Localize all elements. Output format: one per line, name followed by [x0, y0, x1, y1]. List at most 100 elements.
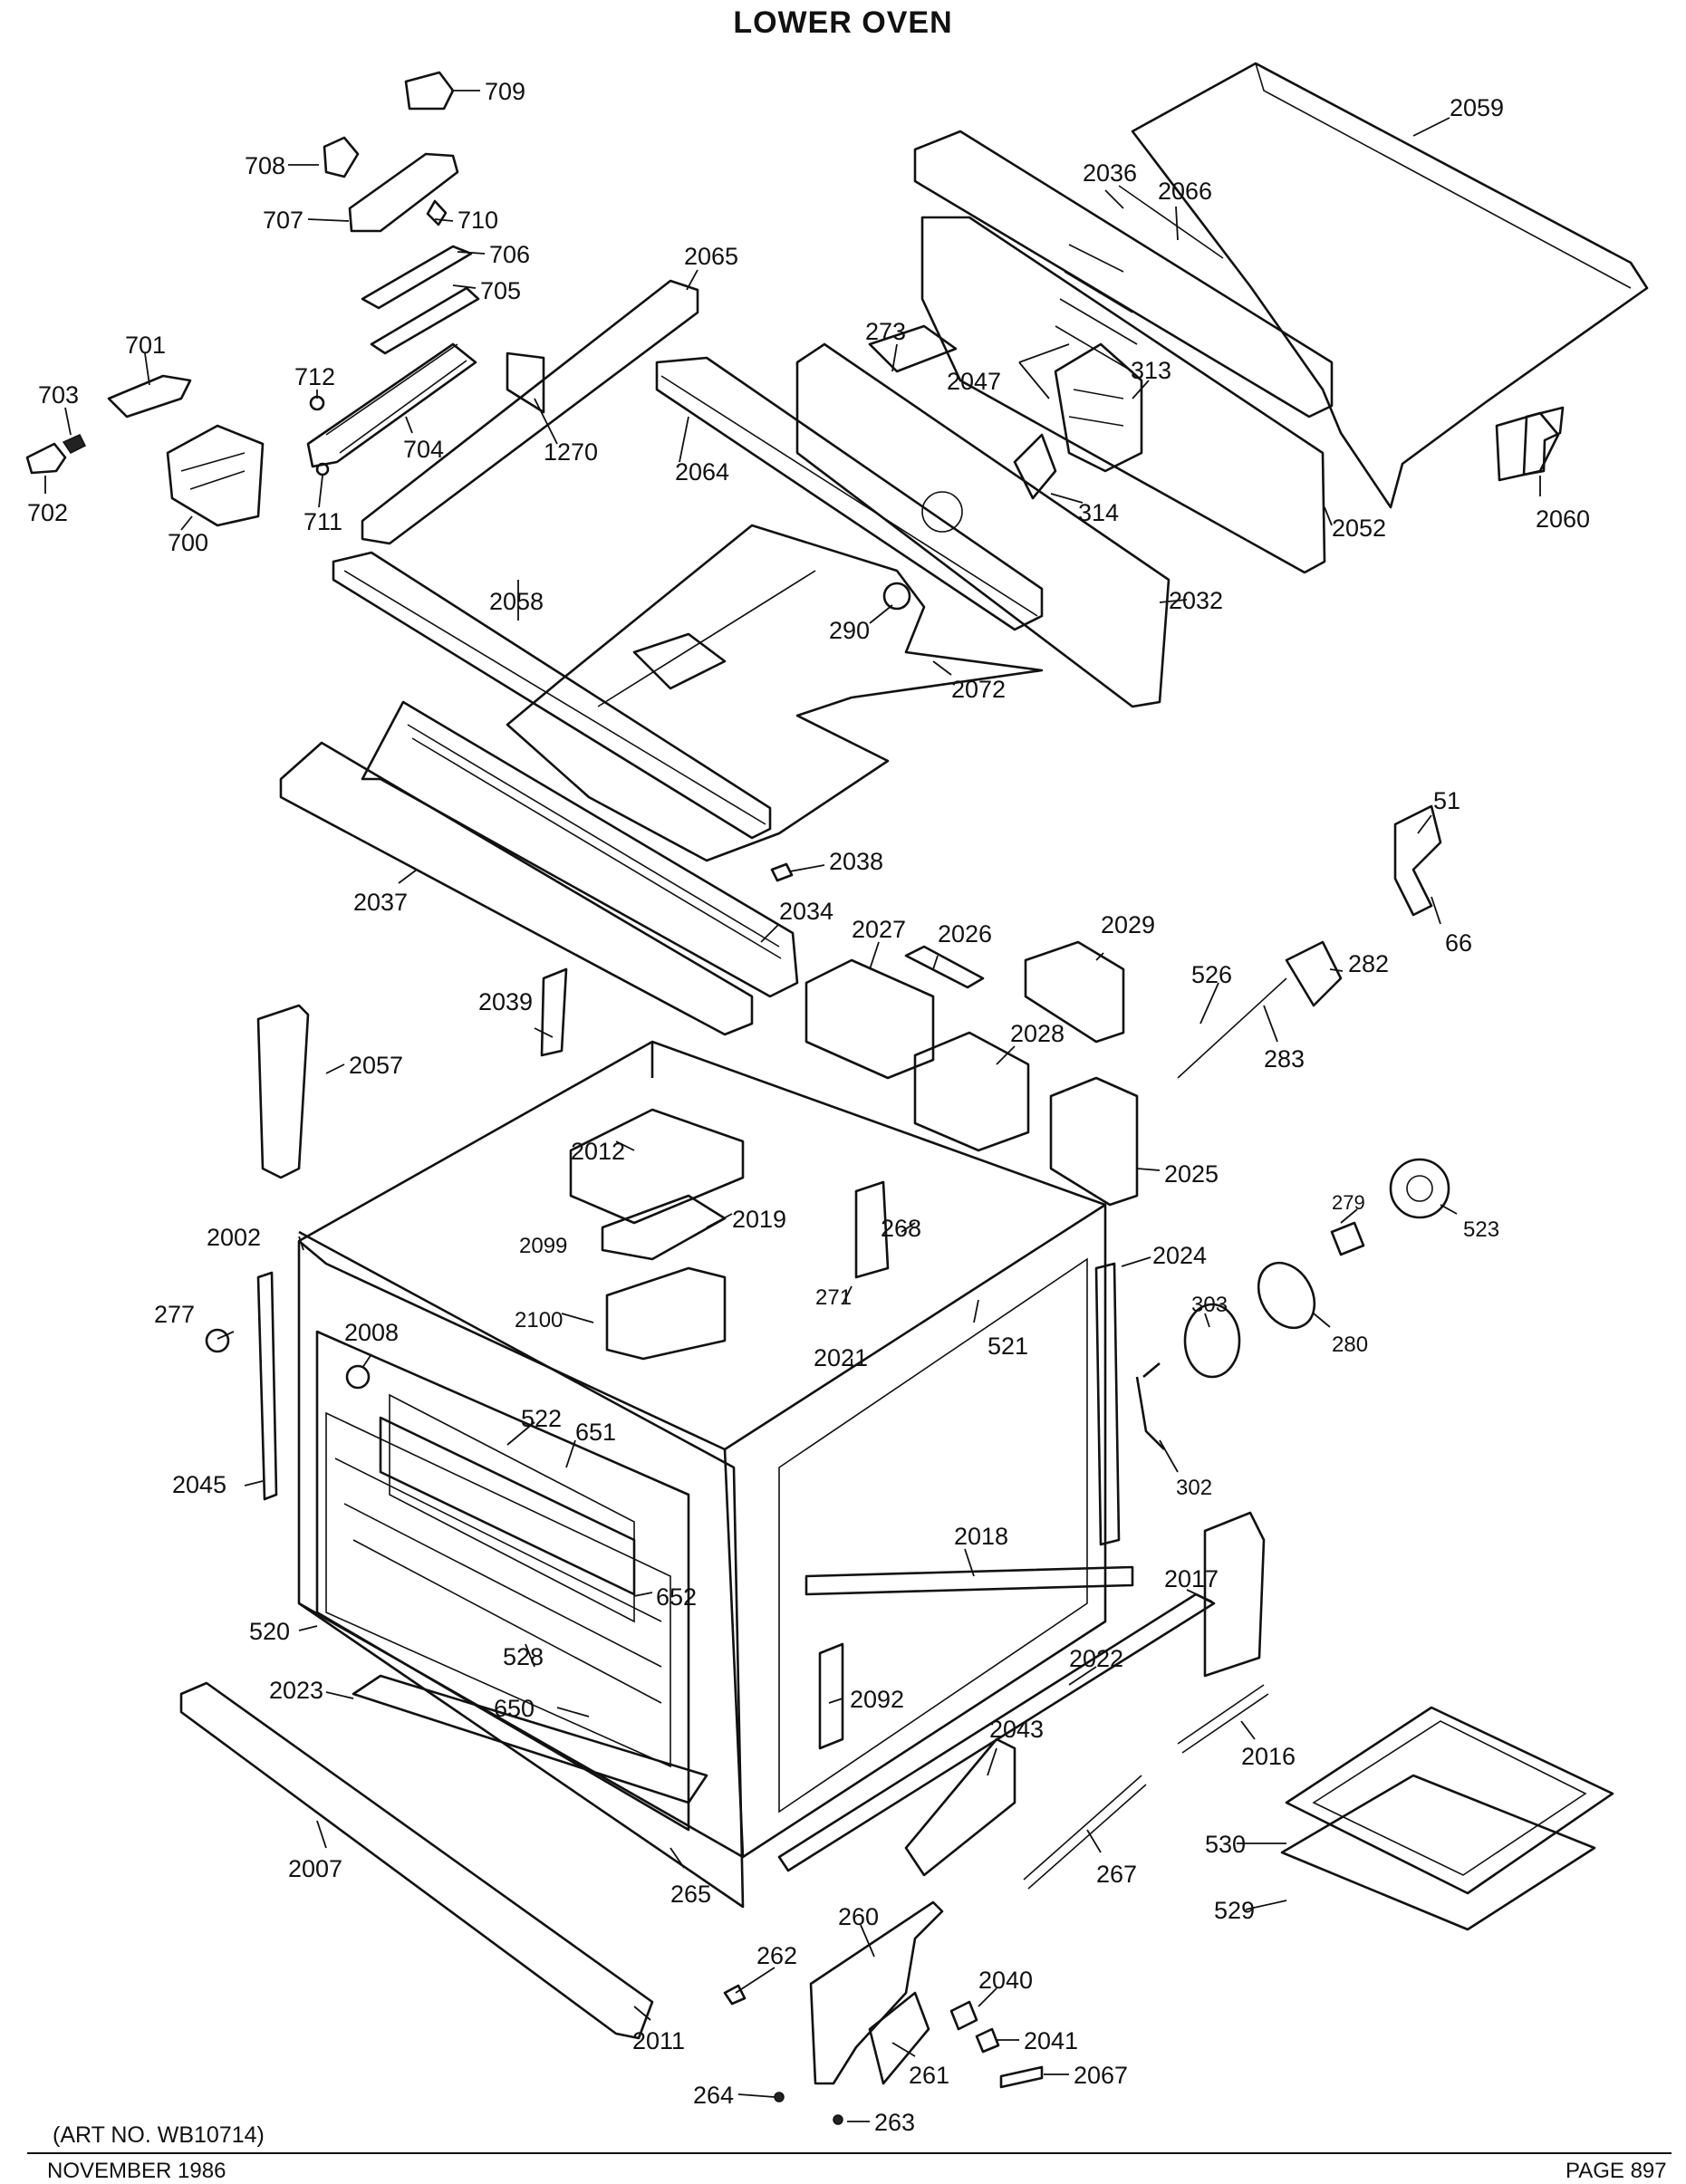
callout-2041: 2041 — [1024, 2027, 1078, 2054]
callout-2023: 2023 — [269, 1677, 323, 1704]
diagram-title: LOWER OVEN — [733, 5, 953, 40]
callout-712: 712 — [294, 363, 335, 390]
page-number: PAGE 897 — [1566, 2159, 1667, 2183]
callout-652: 652 — [656, 1583, 697, 1611]
rear-panel-2036 — [913, 130, 1334, 574]
callout-709: 709 — [485, 78, 525, 105]
callout-2052: 2052 — [1332, 515, 1386, 542]
callout-2022: 2022 — [1069, 1645, 1123, 1672]
callout-2038: 2038 — [829, 848, 883, 875]
callout-2011: 2011 — [632, 2027, 685, 2054]
callout-2039: 2039 — [478, 988, 533, 1015]
light-socket-2008 — [345, 1364, 371, 1390]
callout-2028: 2028 — [1010, 1020, 1065, 1047]
callout-708: 708 — [245, 152, 285, 179]
callout-2012: 2012 — [571, 1138, 625, 1165]
callout-264: 264 — [693, 2082, 734, 2109]
callout-303: 303 — [1191, 1293, 1228, 1317]
pilot-277 — [205, 1328, 230, 1353]
callout-2007: 2007 — [288, 1855, 342, 1882]
cross-rod-2018 — [804, 1565, 1134, 1596]
callout-2060: 2060 — [1536, 505, 1590, 533]
blower-313 — [868, 324, 1143, 500]
callout-2019: 2019 — [732, 1206, 786, 1233]
callout-521: 521 — [988, 1333, 1028, 1360]
callout-279: 279 — [1332, 1191, 1365, 1214]
cabinet-side-2024 — [1094, 1262, 1121, 1546]
callout-265: 265 — [670, 1881, 711, 1908]
footer-date: NOVEMBER 1986 — [47, 2159, 226, 2183]
door-hinge — [723, 1900, 944, 2125]
callout-2058: 2058 — [489, 588, 544, 615]
callout-520: 520 — [249, 1618, 290, 1645]
heat-shield-2072 — [506, 524, 1044, 862]
callout-2100: 2100 — [515, 1308, 563, 1333]
kick-trim-2007 — [179, 1681, 654, 2040]
callout-261: 261 — [909, 2062, 949, 2089]
thermostat-290 — [882, 582, 911, 611]
oven-liner-body — [297, 1040, 1107, 1909]
callout-528: 528 — [503, 1643, 544, 1670]
callout-51: 51 — [1433, 787, 1460, 814]
switch-assembly-700s — [25, 71, 480, 527]
callout-268: 268 — [881, 1215, 921, 1242]
callout-273: 273 — [865, 318, 906, 345]
callout-2057: 2057 — [349, 1052, 403, 1079]
callout-651: 651 — [575, 1419, 616, 1446]
callout-2067: 2067 — [1074, 2062, 1128, 2089]
callout-530: 530 — [1205, 1831, 1246, 1858]
callout-2021: 2021 — [814, 1344, 868, 1371]
cross-members — [332, 279, 1044, 840]
callout-2016: 2016 — [1241, 1743, 1296, 1770]
spring-2016 — [1177, 1684, 1269, 1754]
bracket-2043 — [904, 1737, 1016, 1877]
callout-2037: 2037 — [353, 889, 408, 916]
back-bracket-2032 — [795, 342, 1171, 708]
ducts — [804, 940, 1139, 1207]
callout-290: 290 — [829, 617, 870, 644]
rail-2022 — [777, 1592, 1216, 1872]
side-bracket-2057 — [256, 1004, 310, 1179]
callout-2018: 2018 — [954, 1523, 1008, 1550]
callout-2040: 2040 — [978, 1967, 1033, 1994]
callout-2032: 2032 — [1169, 587, 1223, 614]
callout-707: 707 — [263, 207, 303, 234]
callout-2047: 2047 — [947, 368, 1001, 395]
callout-263: 263 — [874, 2109, 915, 2136]
callout-280: 280 — [1332, 1333, 1368, 1357]
callout-283: 283 — [1264, 1045, 1305, 1073]
callout-2025: 2025 — [1164, 1160, 1219, 1188]
callout-2043: 2043 — [989, 1716, 1044, 1743]
callout-526: 526 — [1191, 961, 1232, 988]
callout-2066: 2066 — [1158, 178, 1212, 205]
spring-267 — [1023, 1775, 1147, 1890]
callout-277: 277 — [154, 1301, 195, 1328]
art-number: (ART NO. WB10714) — [53, 2122, 265, 2148]
callout-703: 703 — [38, 381, 79, 409]
footer-rule — [27, 2152, 1672, 2154]
callout-523: 523 — [1463, 1217, 1499, 1242]
callout-2017: 2017 — [1164, 1565, 1219, 1592]
callout-302: 302 — [1176, 1476, 1212, 1500]
leader-lines — [44, 90, 1541, 2122]
rack-651 — [379, 1416, 636, 1596]
callout-66: 66 — [1445, 929, 1472, 957]
front-trim-2037 — [279, 700, 799, 1036]
bracket-2060 — [1522, 406, 1565, 476]
hinge-strip-2045 — [256, 1271, 278, 1501]
callout-704: 704 — [403, 436, 444, 463]
callout-2008: 2008 — [344, 1319, 399, 1346]
callout-2034: 2034 — [779, 898, 833, 925]
callout-529: 529 — [1214, 1897, 1255, 1924]
callout-710: 710 — [458, 207, 498, 234]
callout-2029: 2029 — [1101, 911, 1155, 938]
callout-271: 271 — [815, 1285, 852, 1310]
callout-701: 701 — [125, 332, 166, 359]
bottom-panel-2023 — [352, 1674, 708, 1804]
callout-650: 650 — [494, 1695, 535, 1722]
callout-2064: 2064 — [675, 458, 729, 486]
lamp-parts — [1135, 804, 1450, 1450]
callout-labels: 709 708 707 710 706 705 701 703 702 700 … — [27, 78, 1590, 2136]
callout-2072: 2072 — [951, 676, 1006, 703]
callout-260: 260 — [838, 1903, 879, 1930]
